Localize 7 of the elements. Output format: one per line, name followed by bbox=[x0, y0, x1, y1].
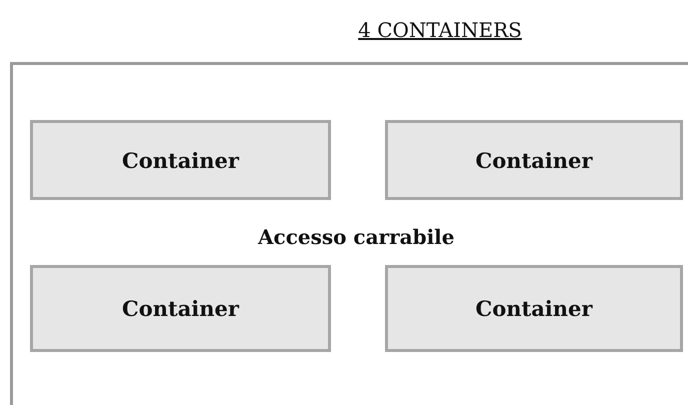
container-box: Container bbox=[385, 265, 683, 352]
container-box: Container bbox=[30, 265, 331, 352]
title: 4 CONTAINERS bbox=[357, 18, 523, 42]
container-box: Container bbox=[385, 120, 683, 200]
container-box: Container bbox=[30, 120, 331, 200]
area-label: Accesso carrabile bbox=[258, 225, 454, 249]
site-boundary bbox=[10, 62, 688, 405]
